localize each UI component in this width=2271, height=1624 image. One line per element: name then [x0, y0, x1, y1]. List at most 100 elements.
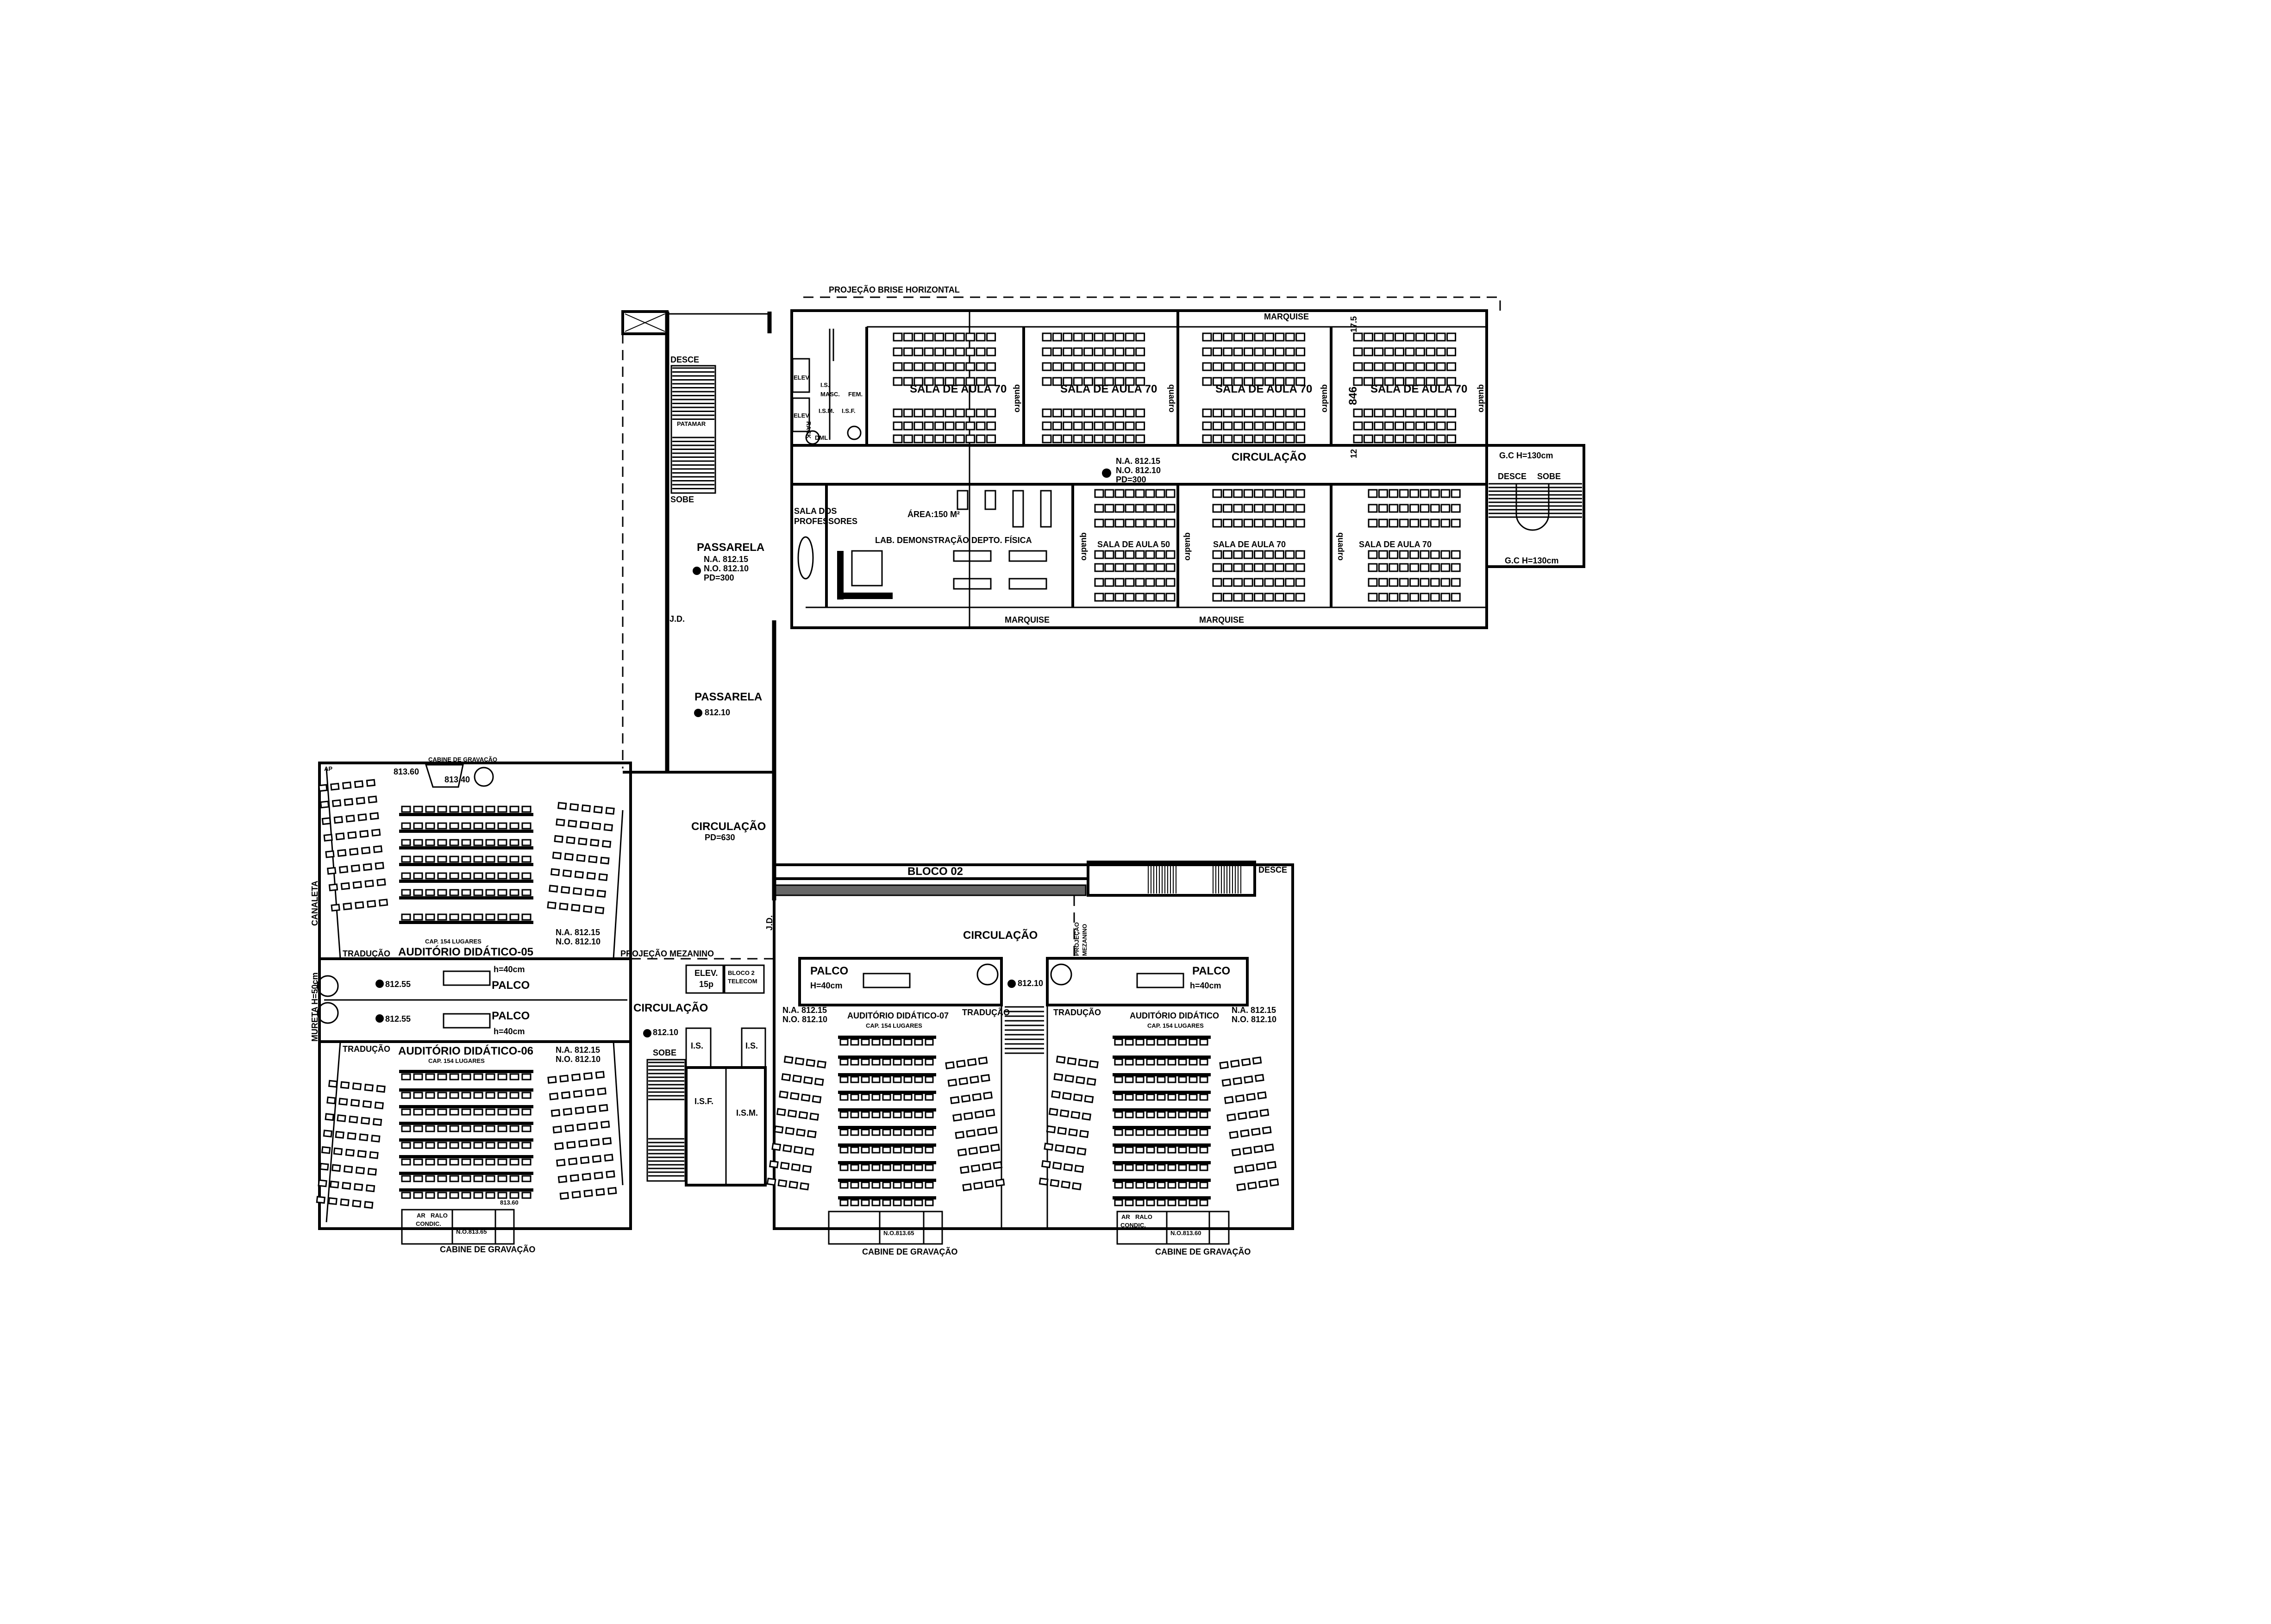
stair-right: G.C H=130cm G.C H=130cm DESCE SOBE — [1485, 444, 1585, 568]
seat — [913, 332, 924, 342]
seat — [925, 1129, 934, 1136]
seat — [497, 1092, 507, 1099]
seat — [1248, 1110, 1258, 1118]
seat — [325, 1113, 334, 1121]
seat — [1353, 421, 1363, 431]
seat — [594, 906, 605, 914]
seat — [1223, 347, 1233, 356]
seat — [437, 913, 447, 921]
seat — [1405, 434, 1415, 443]
seat — [1145, 578, 1155, 587]
seat — [366, 779, 376, 787]
level-pd: PD=300 — [704, 573, 734, 582]
seat — [588, 855, 598, 863]
seat — [861, 1146, 870, 1154]
seat — [1135, 489, 1145, 498]
desk — [838, 1126, 936, 1129]
seat — [1083, 347, 1094, 356]
seat — [1094, 518, 1104, 528]
seat — [1295, 332, 1306, 342]
svg-text:G.C H=130cm: G.C H=130cm — [1505, 556, 1559, 565]
seat — [1125, 377, 1135, 386]
seat — [1135, 362, 1145, 371]
seat — [1254, 504, 1264, 513]
seat — [1436, 377, 1446, 386]
mezzanine-label: PROJEÇÃO MEZANINO — [620, 949, 714, 958]
seat — [437, 1073, 447, 1081]
seat — [521, 872, 532, 880]
seat — [958, 1077, 969, 1086]
seat — [1274, 578, 1284, 587]
seat-row — [893, 434, 996, 443]
seat — [1146, 1164, 1155, 1171]
bloco-02: BLOCO 02 DESCE CIRCULAÇÃO PROJEÇÃO MEZAN… — [765, 861, 1294, 1256]
seat — [1178, 1199, 1187, 1206]
seat — [1212, 489, 1222, 498]
seat — [485, 1092, 495, 1099]
seat — [785, 1127, 795, 1135]
seat — [1420, 550, 1430, 559]
seat — [1405, 362, 1415, 371]
seat — [437, 1125, 447, 1132]
seat — [1114, 362, 1125, 371]
seat — [1285, 347, 1295, 356]
seat-row — [1042, 421, 1145, 431]
seat — [903, 1181, 913, 1189]
svg-text:N.A. 812.15: N.A. 812.15 — [1116, 456, 1160, 466]
seat — [1378, 578, 1388, 587]
level-na: N.A. 812.15 — [704, 555, 748, 564]
svg-text:N.O. 812.10: N.O. 812.10 — [1116, 466, 1161, 475]
seat — [521, 1192, 532, 1199]
seat — [839, 1199, 849, 1206]
seat — [1072, 1182, 1082, 1191]
seat — [344, 798, 354, 806]
seat-row — [1202, 362, 1306, 371]
svg-text:quadro: quadro — [1336, 532, 1345, 561]
seat — [1202, 347, 1212, 356]
seat — [1083, 332, 1094, 342]
seat — [1167, 1199, 1176, 1206]
seat — [1114, 332, 1125, 342]
auditoriums-05-06: CABINE DE GRAVAÇÃO 813.60 813.40 AP CAP.… — [310, 756, 714, 1254]
seat — [571, 1073, 581, 1081]
seat — [1275, 377, 1285, 386]
seat — [1259, 1108, 1270, 1117]
seat — [547, 1076, 557, 1084]
seat — [374, 1101, 384, 1110]
seat — [509, 1158, 519, 1166]
seat — [335, 832, 345, 841]
seat — [965, 421, 976, 431]
booth-level: 813.40 — [444, 775, 470, 784]
seat — [1073, 408, 1083, 418]
seat — [1212, 563, 1222, 572]
seat — [1252, 1056, 1262, 1065]
seat-row — [776, 1108, 820, 1121]
seat — [497, 1142, 507, 1149]
seat — [1083, 377, 1094, 386]
seat — [968, 1147, 978, 1155]
seat — [1146, 1111, 1155, 1118]
seat-row — [401, 839, 532, 846]
seat — [871, 1076, 881, 1083]
seat — [521, 1092, 532, 1099]
seat — [361, 846, 371, 855]
seat-row — [945, 1056, 988, 1069]
seat — [1353, 362, 1363, 371]
seat — [1409, 550, 1420, 559]
seat — [572, 887, 582, 895]
seat — [1063, 408, 1073, 418]
seat-row — [401, 889, 532, 896]
seat — [1052, 408, 1062, 418]
seat — [461, 889, 471, 896]
seat — [1062, 1092, 1072, 1100]
seat — [1073, 362, 1083, 371]
desk — [1113, 1091, 1211, 1094]
seat — [1285, 377, 1295, 386]
seat-row — [839, 1058, 934, 1066]
seat — [1189, 1058, 1198, 1066]
svg-text:15p: 15p — [699, 980, 713, 989]
seat-row — [1042, 434, 1145, 443]
seat — [1415, 408, 1425, 418]
seat — [1275, 332, 1285, 342]
seat — [1070, 1111, 1081, 1119]
